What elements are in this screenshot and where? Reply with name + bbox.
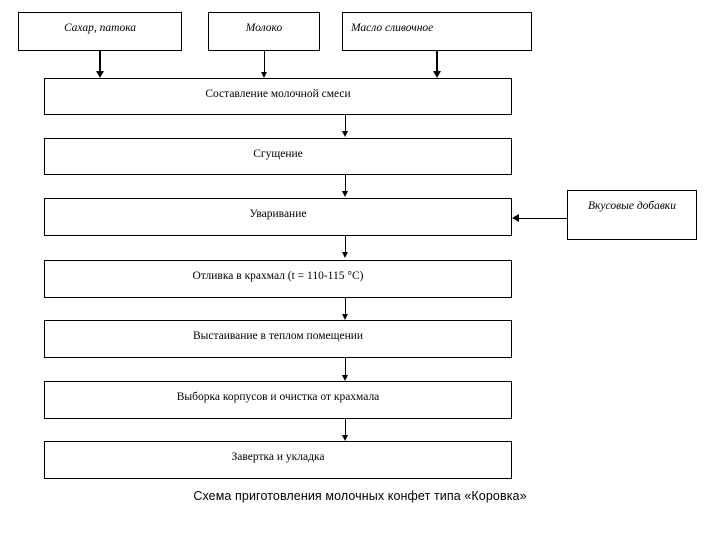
connector-milk-to-mixing — [264, 51, 265, 74]
arrowhead-condensing-to-boiling — [342, 191, 348, 197]
connector-boiling-to-casting — [345, 236, 346, 253]
side-input-box-flavorings: Вкусовые добавки — [567, 190, 697, 240]
arrowhead-flavorings-to-boiling — [512, 214, 519, 222]
connector-butter-to-mixing — [436, 51, 438, 73]
connector-standing-to-extraction — [345, 358, 346, 376]
connector-mixing-to-condensing — [345, 115, 346, 132]
step-box-boiling-label: Уваривание — [249, 208, 307, 220]
step-box-extraction-label: Выборка корпусов и очистка от крахмала — [176, 391, 380, 403]
step-box-casting-label: Отливка в крахмал (t = 110-115 °С) — [192, 270, 364, 282]
step-box-mixing: Составление молочной смеси — [44, 78, 512, 115]
input-box-butter: Масло сливочное — [342, 12, 532, 51]
connector-sugar-to-mixing — [99, 51, 101, 73]
step-box-condensing-label: Сгущение — [253, 148, 303, 160]
step-box-casting: Отливка в крахмал (t = 110-115 °С) — [44, 260, 512, 298]
input-box-butter-label: Масло сливочное — [351, 22, 434, 34]
connector-condensing-to-boiling — [345, 175, 346, 193]
arrowhead-milk-to-mixing — [261, 72, 267, 78]
step-box-standing: Выстаивание в теплом помещении — [44, 320, 512, 358]
input-box-sugar-syrup: Сахар, патока — [18, 12, 182, 51]
connector-casting-to-standing — [345, 298, 346, 315]
step-box-boiling: Уваривание — [44, 198, 512, 236]
input-box-sugar-syrup-label: Сахар, патока — [63, 22, 137, 34]
step-box-mixing-label: Составление молочной смеси — [205, 88, 351, 100]
step-box-wrapping-label: Завертка и укладка — [231, 451, 325, 463]
step-box-extraction: Выборка корпусов и очистка от крахмала — [44, 381, 512, 419]
arrowhead-extraction-to-wrapping — [342, 435, 348, 441]
arrowhead-casting-to-standing — [342, 314, 348, 320]
input-box-milk: Молоко — [208, 12, 320, 51]
arrowhead-sugar-to-mixing — [96, 71, 104, 78]
arrowhead-boiling-to-casting — [342, 252, 348, 258]
arrowhead-standing-to-extraction — [342, 375, 348, 381]
step-box-condensing: Сгущение — [44, 138, 512, 175]
step-box-standing-label: Выстаивание в теплом помещении — [192, 330, 364, 342]
connector-flavorings-to-boiling — [518, 218, 568, 219]
input-box-milk-label: Молоко — [245, 22, 283, 34]
arrowhead-butter-to-mixing — [433, 71, 441, 78]
arrowhead-mixing-to-condensing — [342, 131, 348, 137]
side-input-box-flavorings-label: Вкусовые добавки — [588, 200, 676, 212]
diagram-caption: Схема приготовления молочных конфет типа… — [193, 489, 527, 503]
connector-extraction-to-wrapping — [345, 419, 346, 437]
step-box-wrapping: Завертка и укладка — [44, 441, 512, 479]
